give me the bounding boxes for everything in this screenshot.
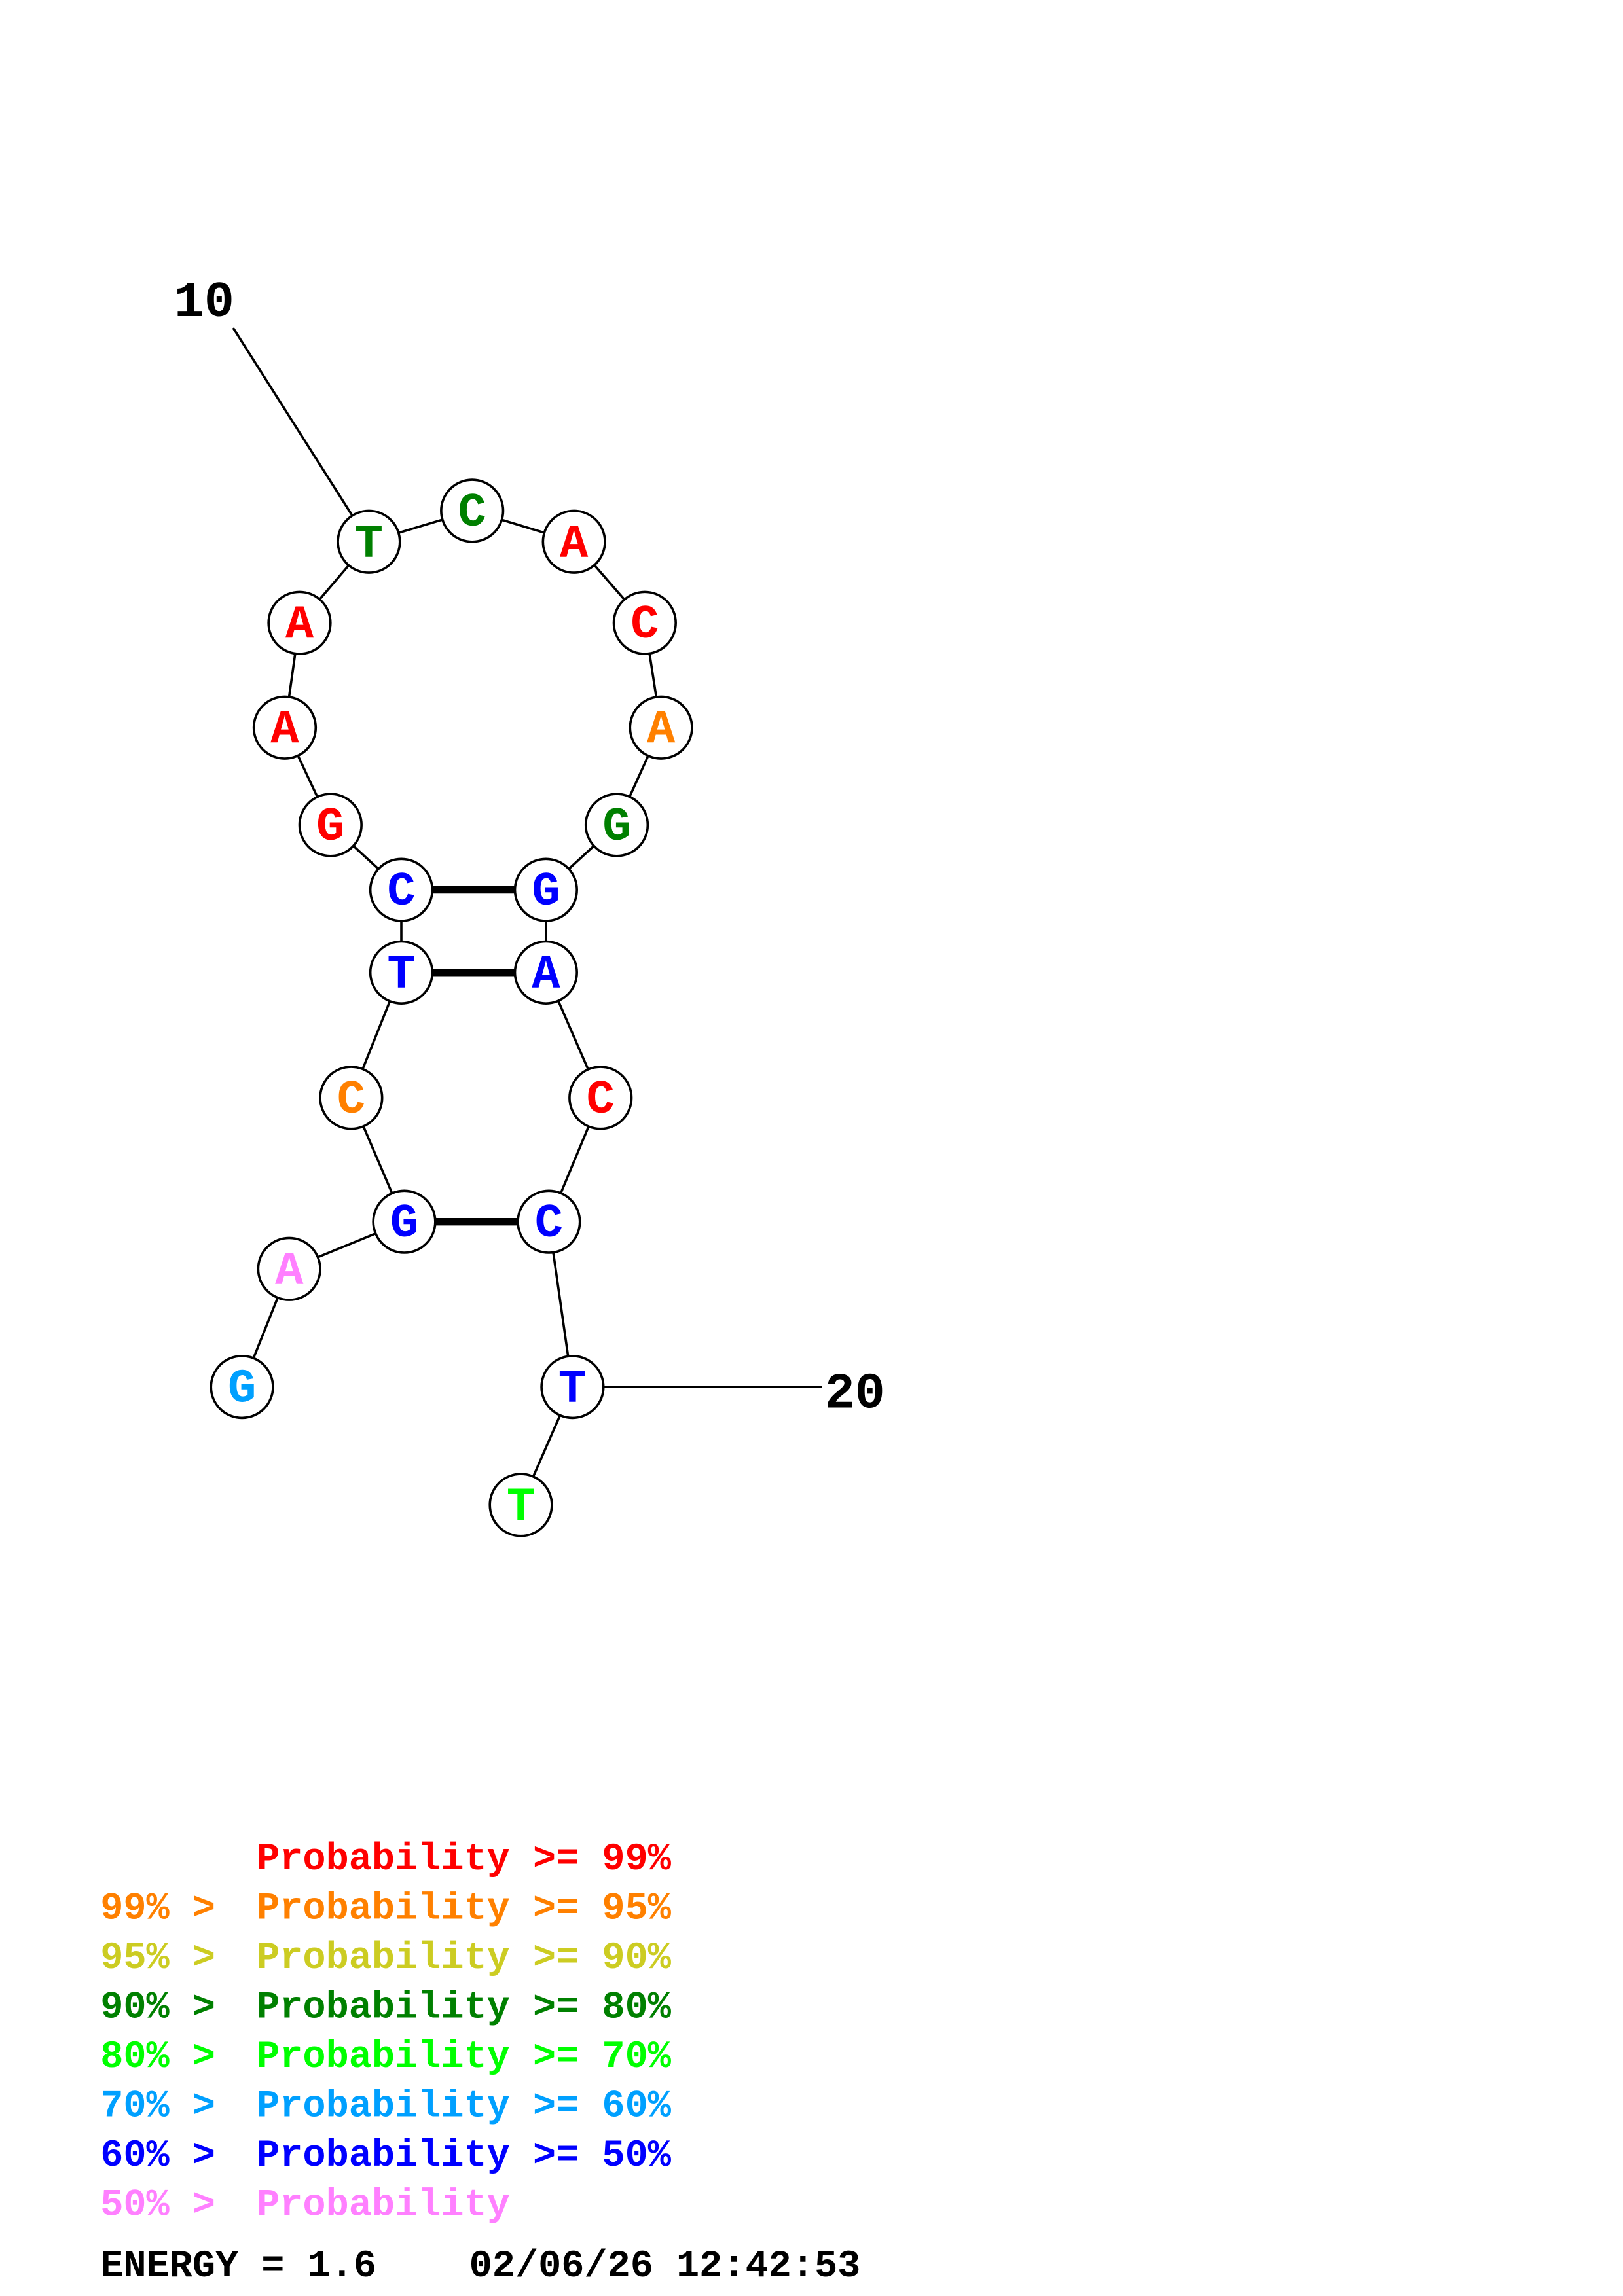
nucleotide-base: G <box>532 865 560 919</box>
nucleotide-circle <box>513 857 578 922</box>
nucleotide-9: A <box>267 590 332 655</box>
nucleotide-base: C <box>337 1073 365 1127</box>
probability-legend: Probability >= 99% 99% > Probability >= 9… <box>100 1837 671 2227</box>
legend-entry: 90% > Probability >= 80% <box>100 1986 671 2030</box>
nucleotide-base: A <box>560 517 589 571</box>
position-label-end: 20 <box>825 1367 885 1424</box>
nucleotide-circle <box>337 509 401 574</box>
timestamp: 02/06/26 12:42:53 <box>469 2244 861 2288</box>
legend-label: Probability <box>257 2183 510 2227</box>
legend-label: Probability >= 70% <box>257 2035 672 2079</box>
nucleotide-13: C <box>612 590 677 655</box>
legend-prefix: 95% > <box>100 1936 238 1980</box>
nucleotide-19: C <box>517 1189 581 1254</box>
nucleotide-base: G <box>390 1197 418 1251</box>
nucleotide-4: C <box>319 1066 384 1130</box>
nucleotide-base: C <box>387 865 415 919</box>
nucleotide-circle <box>369 940 434 1005</box>
legend-prefix: 70% > <box>100 2085 238 2128</box>
legend-entry: 95% > Probability >= 90% <box>100 1936 671 1980</box>
nucleotide-6: C <box>369 857 434 922</box>
label-start-leader <box>232 327 370 543</box>
nucleotide-16: G <box>513 857 578 922</box>
legend-entry: 50% > Probability <box>100 2183 510 2227</box>
nucleotide-5: T <box>369 940 434 1005</box>
nucleotide-1: G <box>210 1354 274 1420</box>
nucleotide-circle <box>540 1354 605 1420</box>
nucleotide-11: C <box>440 478 505 543</box>
nucleotide-base: C <box>458 486 486 540</box>
legend-label: Probability >= 90% <box>257 1936 672 1980</box>
legend-label: Probability >= 99% <box>257 1837 672 1881</box>
legend-entry: 80% > Probability >= 70% <box>100 2035 671 2079</box>
nucleotide-21: T <box>488 1473 553 1537</box>
legend-label: Probability >= 80% <box>257 1986 672 2030</box>
legend-label: Probability >= 50% <box>257 2134 672 2178</box>
nucleotide-circle <box>488 1473 553 1537</box>
nucleotide-10: T <box>337 509 401 574</box>
nucleotide-circle <box>584 793 649 857</box>
legend-entry: 60% > Probability >= 50% <box>100 2134 671 2178</box>
nucleotide-circle <box>267 590 332 655</box>
legend-entry: 99% > Probability >= 95% <box>100 1887 671 1931</box>
nucleotide-base: C <box>587 1073 615 1127</box>
nucleotide-2: A <box>257 1236 321 1301</box>
nucleotide-15: G <box>584 793 649 857</box>
nucleotide-12: A <box>541 509 606 574</box>
nucleotide-base: T <box>507 1480 535 1534</box>
nucleotide-17: A <box>513 940 578 1005</box>
backbone-lines <box>232 327 822 1506</box>
position-label-start: 10 <box>174 275 234 332</box>
base-pair-bonds <box>401 886 549 1226</box>
nucleotide-base: G <box>316 800 344 854</box>
nucleotide-18: C <box>568 1066 633 1130</box>
nucleotide-base: T <box>387 948 415 1001</box>
nucleotide-circle <box>440 478 505 543</box>
nucleotide-20: T <box>540 1354 605 1420</box>
legend-prefix: 99% > <box>100 1887 238 1931</box>
nucleotide-circle <box>252 695 318 760</box>
legend-prefix: 50% > <box>100 2183 238 2227</box>
legend-label: Probability >= 60% <box>257 2085 672 2128</box>
nucleotide-circle <box>372 1189 437 1254</box>
nucleotide-circle <box>298 793 363 857</box>
nucleotide-base: T <box>355 517 383 571</box>
nucleotide-base: T <box>558 1363 587 1416</box>
legend-prefix: 60% > <box>100 2134 238 2178</box>
nucleotide-base: A <box>532 948 560 1001</box>
nucleotide-circle <box>568 1066 633 1130</box>
nucleotide-circle <box>612 590 677 655</box>
nucleotide-8: A <box>252 695 318 760</box>
nucleotide-circle <box>517 1189 581 1254</box>
nucleotide-circle <box>369 857 434 922</box>
nucleotide-base: G <box>602 800 630 854</box>
nucleotide-circle <box>513 940 578 1005</box>
nucleotide-base: C <box>630 598 659 652</box>
nucleotide-base: A <box>275 1244 304 1298</box>
nucleotide-14: A <box>629 695 693 760</box>
nucleotide-circle <box>629 695 693 760</box>
legend-prefix: 80% > <box>100 2035 238 2079</box>
legend-entry: 70% > Probability >= 60% <box>100 2085 671 2128</box>
nucleotide-7: G <box>298 793 363 857</box>
nucleotide-circle <box>541 509 606 574</box>
legend-prefix: 90% > <box>100 1986 238 2030</box>
energy-value: ENERGY = 1.6 <box>100 2244 376 2288</box>
legend-entry: Probability >= 99% <box>257 1837 672 1881</box>
nucleotide-base: A <box>285 598 314 652</box>
nucleotide-base: C <box>535 1197 563 1251</box>
nucleotide-circle <box>210 1354 274 1420</box>
nucleotide-3: G <box>372 1189 437 1254</box>
nucleotide-circle <box>257 1236 321 1301</box>
nucleotide-circle <box>319 1066 384 1130</box>
nucleotide-base: A <box>270 703 299 757</box>
nucleotide-base: A <box>647 703 676 757</box>
legend-label: Probability >= 95% <box>257 1887 672 1931</box>
nucleotide-base: G <box>228 1363 256 1416</box>
